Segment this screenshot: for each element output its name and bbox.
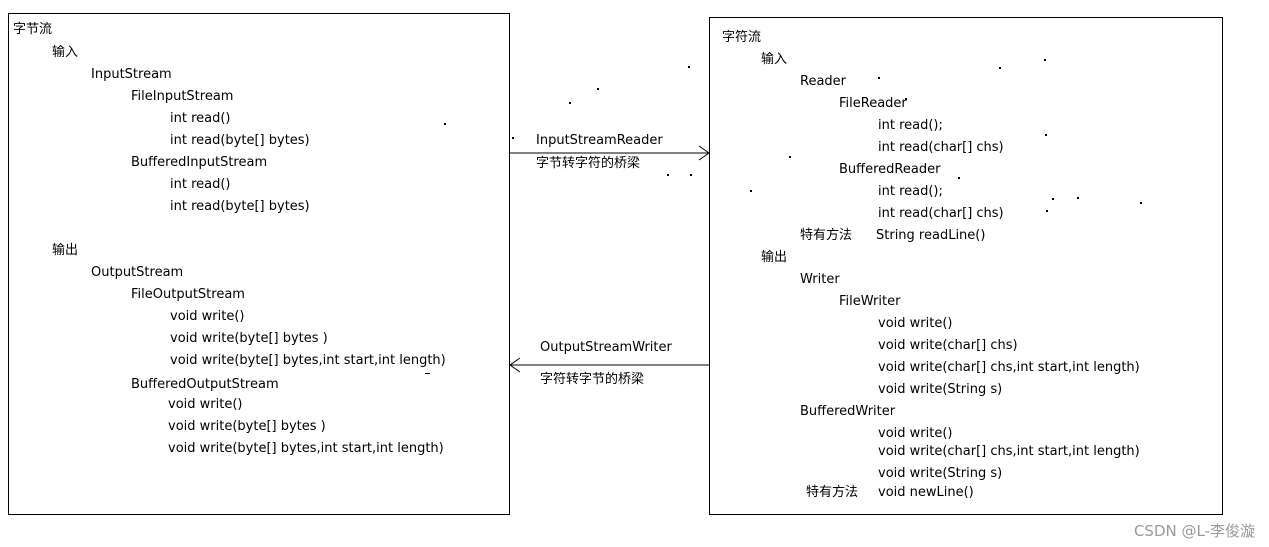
br-special-label: 特有方法 bbox=[800, 228, 853, 243]
reader-class: Reader bbox=[800, 74, 847, 89]
stray-dot bbox=[1045, 134, 1047, 136]
br-read-method: int read(); bbox=[878, 184, 943, 199]
stray-dot bbox=[878, 77, 880, 79]
stray-dot bbox=[1052, 198, 1054, 200]
bis-read-bytes-method: int read(byte[] bytes) bbox=[170, 199, 310, 214]
fos-write-bytes-method: void write(byte[] bytes ) bbox=[170, 331, 328, 346]
file-input-stream-class: FileInputStream bbox=[131, 89, 234, 104]
fw-write-string-method: void write(String s) bbox=[878, 382, 1003, 397]
buffered-output-stream-class: BufferedOutputStream bbox=[131, 377, 279, 392]
file-output-stream-class: FileOutputStream bbox=[131, 287, 245, 302]
input-stream-class: InputStream bbox=[91, 67, 172, 82]
fos-write-range-method: void write(byte[] bytes,int start,int le… bbox=[170, 353, 446, 368]
output-bridge-arrow bbox=[509, 357, 709, 373]
bos-write-bytes-method: void write(byte[] bytes ) bbox=[168, 419, 326, 434]
stray-dot bbox=[789, 156, 791, 158]
stray-dot bbox=[690, 174, 692, 176]
stray-dot bbox=[1140, 202, 1142, 204]
bw-write-string-method: void write(String s) bbox=[878, 466, 1003, 481]
br-special-method: String readLine() bbox=[876, 228, 986, 243]
bw-special-label: 特有方法 bbox=[806, 485, 859, 500]
stray-dot bbox=[750, 190, 752, 192]
stray-dot bbox=[425, 373, 430, 374]
bis-read-method: int read() bbox=[170, 177, 231, 192]
bw-write-range-method: void write(char[] chs,int start,int leng… bbox=[878, 444, 1140, 459]
fis-read-method: int read() bbox=[170, 111, 231, 126]
fw-write-range-method: void write(char[] chs,int start,int leng… bbox=[878, 360, 1140, 375]
stray-dot bbox=[444, 123, 446, 125]
bw-special-method: void newLine() bbox=[878, 485, 974, 500]
input-bridge-name: InputStreamReader bbox=[536, 133, 663, 148]
output-bridge-name: OutputStreamWriter bbox=[540, 340, 672, 355]
char-output-label: 输出 bbox=[761, 250, 788, 265]
fis-read-bytes-method: int read(byte[] bytes) bbox=[170, 133, 310, 148]
stray-dot bbox=[905, 98, 907, 100]
fos-write-method: void write() bbox=[170, 309, 245, 324]
fw-write-method: void write() bbox=[878, 316, 953, 331]
file-writer-class: FileWriter bbox=[839, 294, 901, 309]
stray-dot bbox=[958, 177, 960, 179]
fr-read-method: int read(); bbox=[878, 118, 943, 133]
stray-dot bbox=[569, 102, 571, 104]
input-bridge-desc: 字节转字符的桥梁 bbox=[536, 156, 641, 171]
input-bridge-arrow bbox=[510, 145, 710, 161]
csdn-watermark: CSDN @L-李俊漩 bbox=[1133, 522, 1255, 540]
stray-dot bbox=[597, 88, 599, 90]
buffered-reader-class: BufferedReader bbox=[839, 162, 941, 177]
char-input-label: 输入 bbox=[761, 52, 788, 67]
file-reader-class: FileReader bbox=[839, 96, 907, 111]
stray-dot bbox=[999, 67, 1001, 69]
stray-dot bbox=[1077, 197, 1079, 199]
stray-dot bbox=[1046, 210, 1048, 212]
byte-stream-box: 字节流 输入 InputStream FileInputStream int r… bbox=[8, 13, 510, 515]
stray-dot bbox=[667, 174, 669, 176]
stray-dot bbox=[688, 66, 690, 68]
buffered-writer-class: BufferedWriter bbox=[800, 404, 896, 419]
byte-input-label: 输入 bbox=[52, 45, 79, 60]
bw-write-method: void write() bbox=[878, 426, 953, 441]
char-stream-title: 字符流 bbox=[722, 30, 762, 45]
buffered-input-stream-class: BufferedInputStream bbox=[131, 155, 268, 170]
writer-class: Writer bbox=[800, 272, 840, 287]
byte-output-label: 输出 bbox=[52, 243, 79, 258]
char-stream-box: 字符流 输入 Reader FileReader int read(); int… bbox=[709, 17, 1223, 515]
byte-stream-title: 字节流 bbox=[13, 22, 53, 37]
bos-write-method: void write() bbox=[168, 397, 243, 412]
output-bridge-desc: 字符转字节的桥梁 bbox=[540, 372, 645, 387]
fr-read-chs-method: int read(char[] chs) bbox=[878, 140, 1004, 155]
fw-write-chs-method: void write(char[] chs) bbox=[878, 338, 1018, 353]
stray-dot bbox=[512, 137, 514, 139]
stray-dot bbox=[1044, 59, 1046, 61]
bos-write-range-method: void write(byte[] bytes,int start,int le… bbox=[168, 441, 444, 456]
output-stream-class: OutputStream bbox=[91, 265, 184, 280]
br-read-chs-method: int read(char[] chs) bbox=[878, 206, 1004, 221]
